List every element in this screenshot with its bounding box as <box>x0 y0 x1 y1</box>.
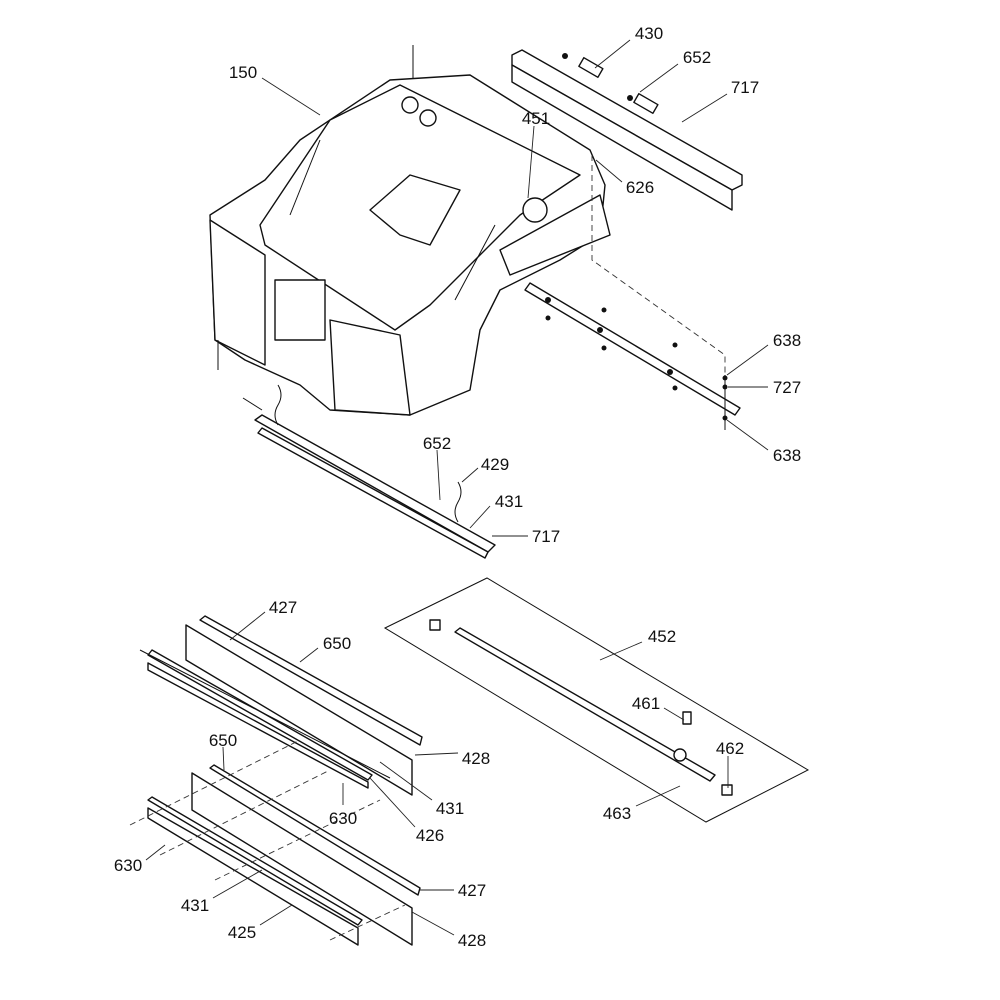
callout-431: 431 <box>181 896 209 915</box>
callout-431: 431 <box>436 799 464 818</box>
main-frame-150 <box>209 45 611 416</box>
right-rod-assembly <box>524 155 741 430</box>
callout-428: 428 <box>462 749 490 768</box>
callout-638: 638 <box>773 446 801 465</box>
callout-650: 650 <box>323 634 351 653</box>
callout-717: 717 <box>731 78 759 97</box>
upper-plate-assembly <box>511 49 743 211</box>
callout-626: 626 <box>626 178 654 197</box>
callout-630: 630 <box>329 809 357 828</box>
callout-461: 461 <box>632 694 660 713</box>
callout-638: 638 <box>773 331 801 350</box>
callout-430: 430 <box>635 24 663 43</box>
callout-652: 652 <box>683 48 711 67</box>
callout-717: 717 <box>532 527 560 546</box>
callout-462: 462 <box>716 739 744 758</box>
callout-429: 429 <box>481 455 509 474</box>
callout-428: 428 <box>458 931 486 950</box>
callout-463: 463 <box>603 804 631 823</box>
callout-652: 652 <box>423 434 451 453</box>
callout-650: 650 <box>209 731 237 750</box>
callout-431: 431 <box>495 492 523 511</box>
callout-452: 452 <box>648 627 676 646</box>
middle-bar-assembly <box>242 384 496 559</box>
callout-451: 451 <box>522 109 550 128</box>
callout-425: 425 <box>228 923 256 942</box>
callout-426: 426 <box>416 826 444 845</box>
callout-labels: 150 430 652 717 451 626 638 727 638 652 … <box>114 24 801 950</box>
callout-427: 427 <box>458 881 486 900</box>
rod-assembly-452 <box>383 577 810 823</box>
callout-727: 727 <box>773 378 801 397</box>
callout-150: 150 <box>229 63 257 82</box>
leader-lines <box>145 39 769 936</box>
lower-plate-set-upper <box>139 615 423 796</box>
callout-427: 427 <box>269 598 297 617</box>
callout-630: 630 <box>114 856 142 875</box>
lower-plate-set-lower <box>129 739 421 946</box>
